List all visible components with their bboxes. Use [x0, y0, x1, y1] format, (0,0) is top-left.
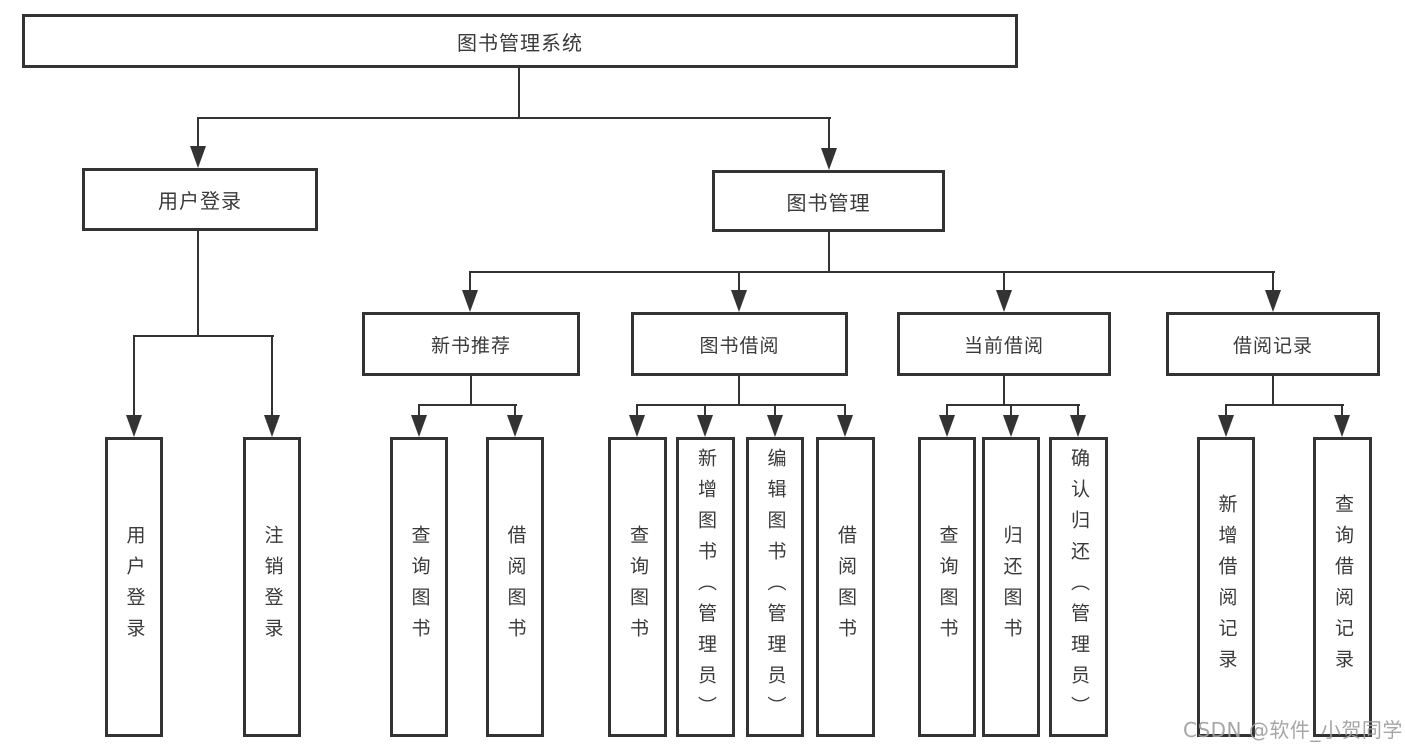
- connector-drop-leaf: [1341, 404, 1343, 418]
- connector-book-management-stem: [828, 232, 830, 273]
- arrow-down-icon: [1334, 415, 1350, 437]
- arrow-down-icon: [462, 290, 478, 312]
- node-book-borrow: 图书借阅: [631, 312, 848, 376]
- leaf-confirm-return-admin: 确认归还（管理员）: [1049, 437, 1108, 737]
- leaf-label: 确认归还（管理员）: [1068, 447, 1090, 727]
- connector-user-login-stem: [197, 231, 199, 337]
- connector-drop-book-management: [828, 117, 830, 152]
- leaf-query-books-current: 查询图书: [918, 437, 976, 737]
- connector-groupA-rail: [418, 404, 517, 406]
- leaf-label: 借阅图书: [835, 525, 857, 649]
- leaf-query-borrow-record: 查询借阅记录: [1313, 437, 1372, 737]
- leaf-user-login: 用户登录: [105, 437, 163, 737]
- connector-drop-leaf: [946, 404, 948, 418]
- leaf-label: 编辑图书（管理员）: [764, 447, 787, 727]
- leaf-label: 归还图书: [1000, 525, 1023, 649]
- arrow-down-icon: [629, 415, 645, 437]
- connector-groupA-stem: [470, 376, 472, 406]
- connector-drop-current-borrow: [1003, 271, 1005, 293]
- leaf-logout: 注销登录: [243, 437, 301, 737]
- connector-drop-leaf: [844, 404, 846, 418]
- leaf-label: 查询图书: [408, 525, 431, 649]
- node-current-borrow: 当前借阅: [897, 312, 1111, 376]
- arrow-down-icon: [507, 415, 523, 437]
- connector-groupC-rail: [946, 404, 1080, 406]
- leaf-query-books-borrow: 查询图书: [608, 437, 667, 737]
- connector-drop-leaf: [774, 404, 776, 418]
- connector-groupD-stem: [1272, 376, 1274, 406]
- arrow-down-icon: [697, 415, 713, 437]
- leaf-borrow-books: 借阅图书: [816, 437, 875, 737]
- connector-drop-leaf: [133, 335, 135, 417]
- connector-groupD-rail: [1225, 404, 1344, 406]
- arrow-down-icon: [767, 415, 783, 437]
- arrow-down-icon: [939, 415, 955, 437]
- arrow-down-icon: [731, 290, 747, 312]
- leaf-label: 注销登录: [261, 525, 284, 649]
- arrow-down-icon: [126, 415, 142, 437]
- connector-drop-borrow-records: [1272, 271, 1274, 293]
- arrow-down-icon: [1218, 415, 1234, 437]
- connector-drop-leaf: [271, 335, 273, 417]
- leaf-add-borrow-record: 新增借阅记录: [1197, 437, 1255, 737]
- arrow-down-icon: [821, 148, 837, 170]
- leaf-label: 新增借阅记录: [1215, 494, 1238, 680]
- connector-groupC-stem: [1003, 376, 1005, 406]
- leaf-label: 查询借阅记录: [1332, 494, 1354, 680]
- arrow-down-icon: [837, 415, 853, 437]
- leaf-label: 查询图书: [936, 525, 959, 649]
- arrow-down-icon: [996, 290, 1012, 312]
- leaf-label: 新增图书（管理员）: [695, 447, 717, 727]
- leaf-borrow-books-recommend: 借阅图书: [486, 437, 544, 737]
- node-book-management-branch: 图书管理: [712, 170, 945, 232]
- connector-drop-leaf: [1225, 404, 1227, 418]
- connector-groupB-rail: [636, 404, 846, 406]
- connector-drop-leaf: [1010, 404, 1012, 418]
- connector-root-stem: [518, 68, 520, 118]
- csdn-watermark: CSDN @软件_小贺同学: [1183, 718, 1403, 742]
- connector-drop-leaf: [704, 404, 706, 418]
- arrow-down-icon: [190, 146, 206, 168]
- connector-drop-book-borrow: [738, 271, 740, 293]
- connector-drop-leaf: [1077, 404, 1079, 418]
- connector-drop-user-login: [197, 117, 199, 150]
- arrow-down-icon: [1070, 415, 1086, 437]
- arrow-down-icon: [264, 415, 280, 437]
- connector-drop-new-books: [469, 271, 471, 293]
- node-new-book-recommend: 新书推荐: [362, 312, 580, 376]
- leaf-label: 用户登录: [123, 525, 146, 649]
- leaf-query-books-recommend: 查询图书: [390, 437, 448, 737]
- node-user-login-branch: 用户登录: [82, 168, 318, 231]
- connector-level2-rail: [469, 271, 1275, 273]
- connector-drop-leaf: [636, 404, 638, 418]
- leaf-label: 借阅图书: [504, 525, 527, 649]
- connector-drop-leaf: [514, 404, 516, 418]
- leaf-edit-books-admin: 编辑图书（管理员）: [746, 437, 804, 737]
- arrow-down-icon: [1003, 415, 1019, 437]
- leaf-return-books: 归还图书: [982, 437, 1040, 737]
- connector-groupB-stem: [738, 376, 740, 406]
- arrow-down-icon: [1265, 290, 1281, 312]
- connector-level1-rail: [197, 117, 831, 119]
- connector-user-login-rail: [133, 335, 274, 337]
- node-borrow-records: 借阅记录: [1166, 312, 1380, 376]
- leaf-add-books-admin: 新增图书（管理员）: [676, 437, 735, 737]
- node-library-management-system: 图书管理系统: [22, 14, 1018, 68]
- leaf-label: 查询图书: [627, 525, 649, 649]
- arrow-down-icon: [411, 415, 427, 437]
- connector-drop-leaf: [418, 404, 420, 418]
